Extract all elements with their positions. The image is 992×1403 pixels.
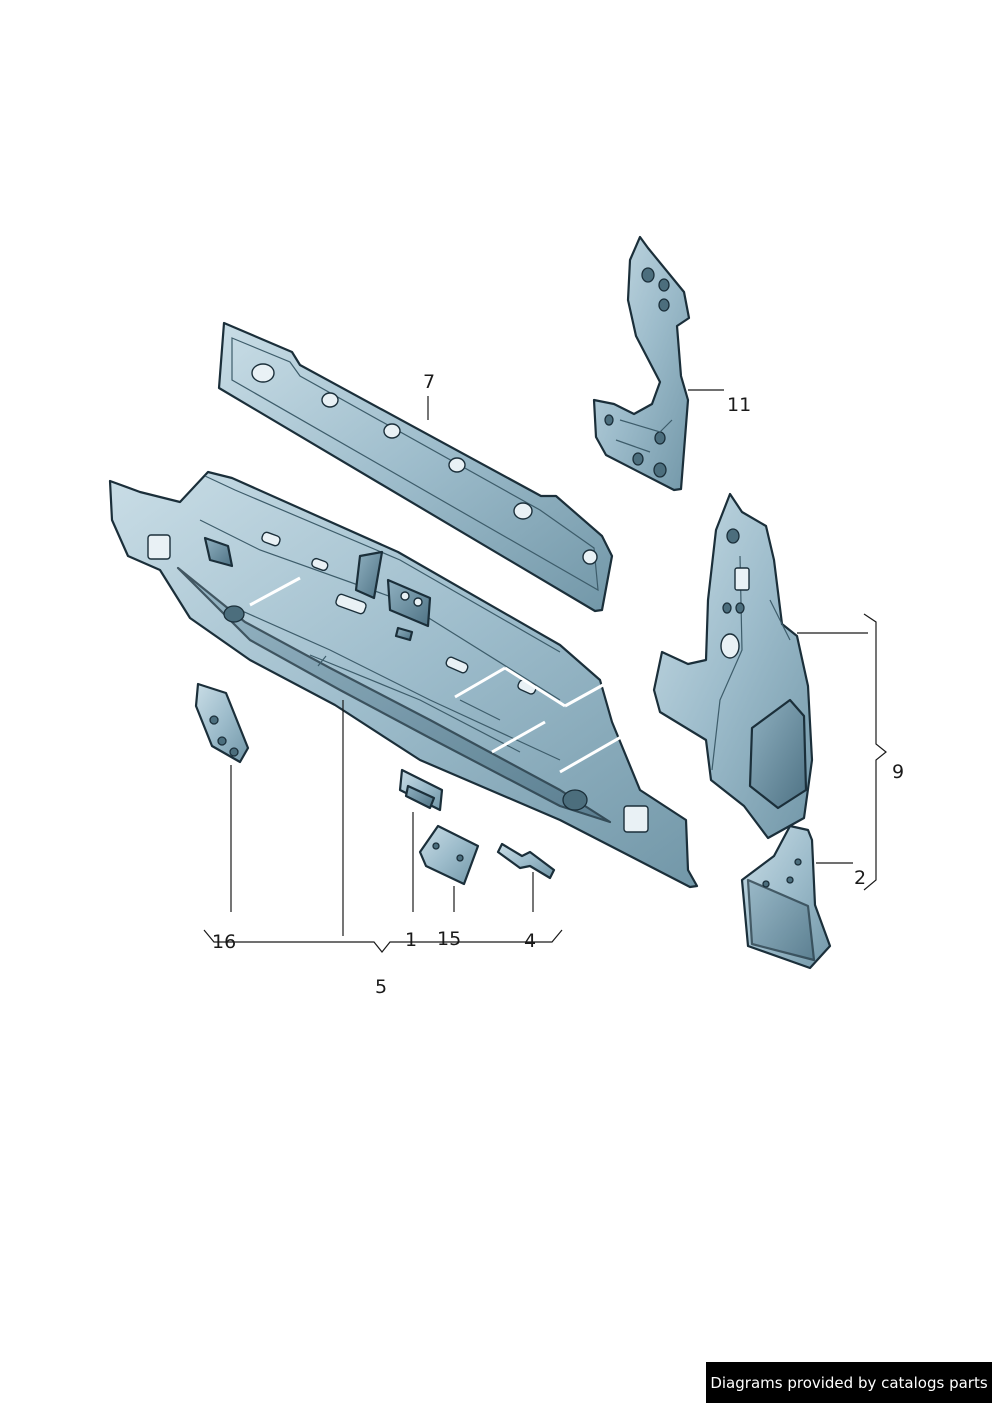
callout-15: 15 <box>437 928 461 950</box>
callout-7: 7 <box>423 371 435 393</box>
callout-1: 1 <box>405 929 417 951</box>
part-15-plate <box>418 824 480 886</box>
part-1-lashing-eye <box>398 768 444 812</box>
callout-5: 5 <box>375 976 387 998</box>
part-2-lower-bracket <box>740 824 832 970</box>
callout-16: 16 <box>212 931 236 953</box>
part-5-rear-panel <box>108 470 699 889</box>
callout-9: 9 <box>892 761 904 783</box>
part-7-upper-cross-member <box>217 321 614 613</box>
leader-lines <box>203 389 887 953</box>
part-16-small-bracket <box>194 682 250 764</box>
watermark-label: Diagrams provided by catalogs parts <box>706 1362 992 1403</box>
callout-11: 11 <box>727 394 751 416</box>
part-11-side-bracket <box>592 235 691 492</box>
callout-2: 2 <box>854 867 866 889</box>
callout-4: 4 <box>524 930 536 952</box>
part-9-side-member <box>652 492 814 840</box>
part-4-clip <box>496 842 556 880</box>
